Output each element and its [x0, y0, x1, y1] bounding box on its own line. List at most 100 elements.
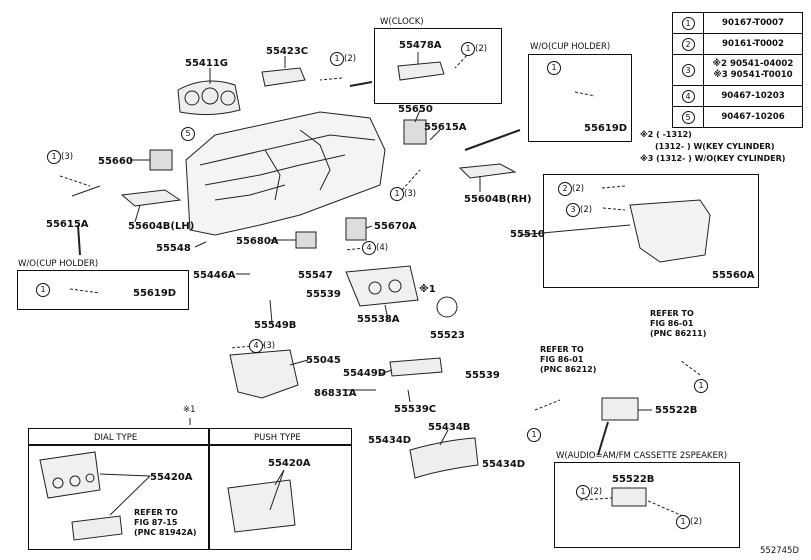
callout-circle-1: 1: [47, 150, 61, 164]
refer-86212: REFER TO FIG 86-01 (PNC 86212): [540, 345, 597, 374]
row-number: 2: [681, 37, 695, 51]
callout-circle-4: 4: [249, 339, 263, 353]
label-55423C: 55423C: [266, 46, 309, 57]
row-number: 1: [681, 16, 695, 30]
callout-circle-1: 1: [390, 187, 404, 201]
callout-circle-2: 2: [558, 182, 572, 196]
radio-type-divider: [208, 428, 210, 550]
glovebox-box: [543, 174, 759, 288]
label-55604B-rh: 55604B(RH): [464, 194, 532, 205]
callout-circle-1: 1: [676, 515, 690, 529]
callout-qty: (3): [263, 341, 276, 351]
note-3: ※3 (1312- ) W/O(KEY CYLINDER): [640, 154, 786, 163]
label-55615A-right: 55615A: [424, 122, 467, 133]
row-number: 3: [681, 63, 695, 77]
label-55446A: 55446A: [193, 270, 236, 281]
label-55549B: 55549B: [254, 320, 297, 331]
glove-box: [629, 199, 711, 263]
radio-box-ref: ※1: [183, 405, 196, 415]
label-55619D-right: 55619D: [584, 123, 628, 134]
label-55449D: 55449D: [343, 368, 387, 379]
radio-type-header-line: [28, 444, 352, 446]
callout-circle-1: 1: [36, 283, 50, 297]
callout-qty: (2): [475, 44, 488, 54]
refer-81942A: REFER TO FIG 87-15 (PNC 81942A): [134, 508, 197, 537]
callout-circle-1: 1: [527, 428, 541, 442]
callout-circle-1: 1: [330, 52, 344, 66]
label-55420A-push: 55420A: [268, 458, 311, 469]
callout-circle-1: 1: [694, 379, 708, 393]
cupholder-right-box: [528, 54, 632, 142]
center-panel: [345, 265, 419, 307]
callout-circle-1: 1: [547, 61, 561, 75]
label-55680A: 55680A: [236, 236, 279, 247]
table-row: 5 90467-10206: [672, 106, 803, 128]
callout-qty: (4): [376, 243, 389, 253]
label-55411G: 55411G: [185, 58, 228, 69]
label-55522B-audio: 55522B: [612, 474, 655, 485]
label-55420A-dial: 55420A: [150, 472, 193, 483]
label-55547: 55547: [298, 270, 333, 281]
audio-box-title: W(AUDIO=AM/FM CASSETTE 2SPEAKER): [556, 451, 728, 461]
callout-qty: (2): [690, 517, 703, 527]
callout-qty: (2): [572, 184, 585, 194]
cupholder-left-box: [17, 270, 189, 310]
part-number: 90467-10203: [703, 85, 803, 107]
table-row: 2 90161-T0002: [672, 33, 803, 55]
label-86831A: 86831A: [314, 388, 357, 399]
dashboard-panel: [185, 111, 386, 236]
dial-type-title: DIAL TYPE: [94, 433, 138, 443]
figure-number: 552745D: [760, 546, 799, 556]
part-number: 90167-T0007: [703, 12, 803, 34]
push-type-title: PUSH TYPE: [254, 433, 301, 443]
callout-circle-5: 5: [181, 127, 195, 141]
callout-qty: (3): [404, 189, 417, 199]
callout-qty: (2): [580, 205, 593, 215]
part-number: 90467-10206: [703, 106, 803, 128]
label-55434D-left: 55434D: [368, 435, 412, 446]
label-55615A-left: 55615A: [46, 219, 89, 230]
callout-qty: (3): [61, 152, 74, 162]
callout-circle-1: 1: [461, 42, 475, 56]
callout-qty: (2): [344, 54, 357, 64]
table-row: 3 ※2 90541-04002 ※3 90541-T0010: [672, 54, 803, 86]
refer-86211: REFER TO FIG 86-01 (PNC 86211): [650, 309, 707, 338]
row-number: 4: [681, 89, 695, 103]
radio-type-box: [28, 428, 352, 550]
callout-circle-1: 1: [576, 485, 590, 499]
label-55434D-right: 55434D: [482, 459, 526, 470]
label-55523: 55523: [430, 330, 465, 341]
row-number: 5: [681, 110, 695, 124]
parts-table: 1 90167-T0007 2 90161-T0002 3 ※2 90541-0400…: [672, 12, 803, 128]
label-55538A: 55538A: [357, 314, 400, 325]
label-star1: ※1: [419, 284, 436, 295]
label-55539-b: 55539: [465, 370, 500, 381]
note-2b: (1312- ) W(KEY CYLINDER): [655, 142, 775, 151]
label-55650: 55650: [398, 104, 433, 115]
note-2: ※2 ( -1312): [640, 130, 692, 139]
table-row: 1 90167-T0007: [672, 12, 803, 34]
label-55548: 55548: [156, 243, 191, 254]
label-55539C: 55539C: [394, 404, 437, 415]
table-row: 4 90467-10203: [672, 85, 803, 107]
clock-box: [374, 28, 502, 104]
part-number: ※2 90541-04002 ※3 90541-T0010: [703, 54, 803, 86]
cupholder-right-title: W/O(CUP HOLDER): [530, 42, 611, 52]
callout-circle-3: 3: [566, 203, 580, 217]
audio-box: [554, 462, 740, 548]
label-55510: 55510: [510, 229, 545, 240]
callout-qty: (2): [590, 487, 603, 497]
gauge-cluster: [177, 80, 241, 116]
label-55604B-lh: 55604B(LH): [128, 221, 195, 232]
label-55045: 55045: [306, 355, 341, 366]
label-55434B: 55434B: [428, 422, 471, 433]
callout-circle-4: 4: [362, 241, 376, 255]
part-number: 90161-T0002: [703, 33, 803, 55]
label-55670A: 55670A: [374, 221, 417, 232]
label-55560A: 55560A: [712, 270, 755, 281]
label-55478A: 55478A: [399, 40, 442, 51]
clock-box-title: W(CLOCK): [380, 17, 424, 27]
label-55539-a: 55539: [306, 289, 341, 300]
